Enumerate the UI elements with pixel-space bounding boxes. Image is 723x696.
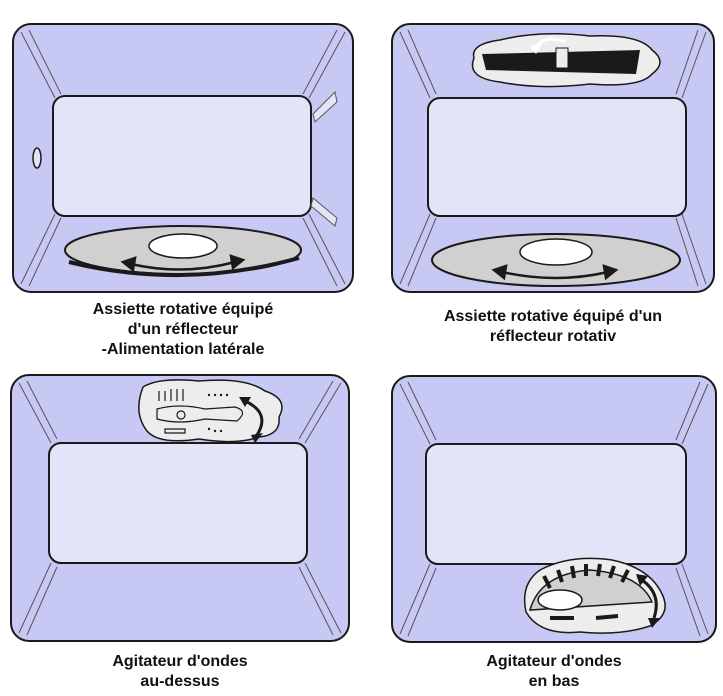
caption-rotating-reflector: Assiette rotative équipé d'un réflecteur… xyxy=(390,307,716,347)
panel-stirrer-bottom xyxy=(390,374,718,644)
back-wall-window xyxy=(425,443,687,565)
oven-cavity-diagram-side-feed xyxy=(12,23,354,293)
panel-stirrer-top xyxy=(9,373,351,643)
caption-line: au-dessus xyxy=(140,673,220,690)
panel-side-feed xyxy=(11,22,355,294)
rotation-arrow xyxy=(641,578,658,619)
side-feed-port xyxy=(32,147,42,169)
cavity-perspective-lines xyxy=(20,29,346,287)
cutaway-stirrer xyxy=(138,379,283,443)
rotation-arrow-head xyxy=(239,397,251,407)
reflector-top xyxy=(312,90,338,123)
cavity-perspective-lines xyxy=(18,380,342,636)
back-wall-window xyxy=(52,95,312,217)
caption-line: Agitateur d'ondes xyxy=(112,653,248,670)
caption-line: Assiette rotative équipé xyxy=(92,301,274,318)
caption-line: d'un réflecteur xyxy=(127,321,239,338)
cavity-perspective-lines xyxy=(399,381,709,637)
caption-stirrer-top: Agitateur d'ondes au-dessus xyxy=(9,652,351,692)
caption-side-feed: Assiette rotative équipé d'un réflecteur… xyxy=(11,300,355,360)
caption-stirrer-bottom: Agitateur d'ondes en bas xyxy=(390,652,718,692)
mode-stirrer-blades xyxy=(542,563,630,620)
caption-line: Agitateur d'ondes xyxy=(486,653,622,670)
oven-cavity-diagram-rotating-reflector xyxy=(391,23,715,293)
rotation-arrow xyxy=(491,264,619,281)
back-wall-window xyxy=(48,442,308,564)
oven-cavity-diagram-stirrer-top xyxy=(10,374,350,642)
caption-line: Assiette rotative équipé d'un xyxy=(443,308,663,325)
cavity-perspective-lines xyxy=(399,29,707,287)
rotation-arrow xyxy=(244,399,264,436)
back-wall-window xyxy=(427,97,687,217)
panel-rotating-reflector xyxy=(390,22,716,294)
turntable-hub xyxy=(148,233,218,259)
rotation-arrow-head xyxy=(530,44,542,54)
turntable-hub xyxy=(519,238,593,266)
mode-stirrer-blades xyxy=(156,389,244,434)
caption-line: réflecteur rotativ xyxy=(489,328,617,345)
oven-cavity-diagram-stirrer-bottom xyxy=(391,375,717,643)
stirrer-hub xyxy=(537,589,583,611)
caption-line: -Alimentation latérale xyxy=(101,341,265,358)
rotation-arrow xyxy=(120,254,246,273)
reflector-bottom xyxy=(310,197,338,227)
rotation-arrow-head xyxy=(648,618,660,628)
rotation-arrow-head xyxy=(251,433,263,443)
rotation-arrow-head xyxy=(636,574,648,586)
stirrer-dots xyxy=(207,393,229,433)
caption-line: en bas xyxy=(528,673,580,690)
reflector-shaft xyxy=(555,47,569,69)
turntable-rim xyxy=(68,256,300,278)
